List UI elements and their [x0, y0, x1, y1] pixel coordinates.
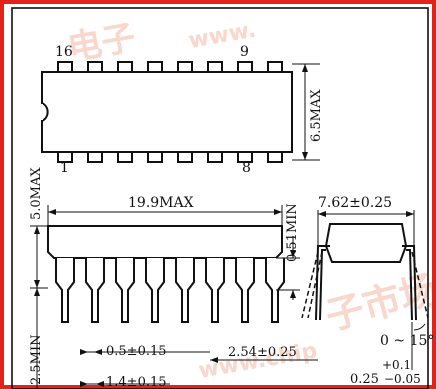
bottom-pin: [117, 151, 133, 163]
bottom-pin: [57, 151, 73, 163]
inner-frame: [11, 7, 429, 389]
thickness-plus: +0.1: [382, 358, 411, 372]
standoff-label: 0.51MIN: [285, 203, 300, 262]
top-pins-upper: [57, 61, 283, 73]
body-width-label: 6.5MAX: [309, 89, 324, 142]
lead-length-label: 2.5MIN: [29, 335, 44, 386]
shoulder-width-label: 1.4±0.15: [106, 375, 167, 389]
side-lead: [235, 258, 255, 323]
side-leads: [55, 258, 285, 323]
bottom-pin: [237, 151, 253, 163]
top-pin: [207, 61, 223, 73]
body-length-label: 19.9MAX: [128, 195, 194, 211]
pitch-label: 2.54±0.25: [228, 345, 297, 360]
top-pin: [147, 61, 163, 73]
side-lead: [55, 258, 75, 323]
top-pins-lower: [57, 151, 283, 163]
pin-label-16: 16: [55, 44, 73, 60]
thickness-nominal: 0.25: [350, 372, 379, 387]
bottom-pin: [207, 151, 223, 163]
lead-angle-label: 0 ~ 15°: [380, 333, 434, 349]
side-body: [47, 225, 283, 259]
pin-label-1: 1: [60, 160, 69, 176]
side-view: 19.9MAX 5.0MAX 0.51MIN 2.5MIN 0.5±0.15 2…: [29, 167, 318, 389]
side-lead: [175, 258, 195, 323]
side-lead: [145, 258, 165, 323]
bottom-pin: [177, 151, 193, 163]
side-lead: [265, 258, 285, 323]
top-pin: [237, 61, 253, 73]
pin-label-8: 8: [242, 160, 251, 176]
side-lead: [205, 258, 225, 323]
package-body: [41, 71, 293, 153]
top-pin: [267, 61, 283, 73]
top-pin: [117, 61, 133, 73]
bottom-pin: [267, 151, 283, 163]
side-lead: [115, 258, 135, 323]
bottom-pin: [87, 151, 103, 163]
top-pin: [87, 61, 103, 73]
pin-label-9: 9: [240, 44, 249, 60]
lead-width-label: 0.5±0.15: [106, 344, 167, 359]
bottom-pin: [147, 151, 163, 163]
end-view: 7.62±0.25 0 ~ 15° +0.1 0.25 −0.05: [301, 195, 434, 387]
pin1-notch: [41, 102, 49, 122]
row-spacing-label: 7.62±0.25: [318, 195, 392, 211]
height-max-label: 5.0MAX: [29, 167, 44, 220]
top-pin: [57, 61, 73, 73]
side-lead: [85, 258, 105, 323]
top-pin: [177, 61, 193, 73]
thickness-minus: −0.05: [384, 372, 421, 386]
top-view: 16 9 1 8 6.5MAX: [40, 44, 324, 176]
end-body: [324, 223, 408, 263]
